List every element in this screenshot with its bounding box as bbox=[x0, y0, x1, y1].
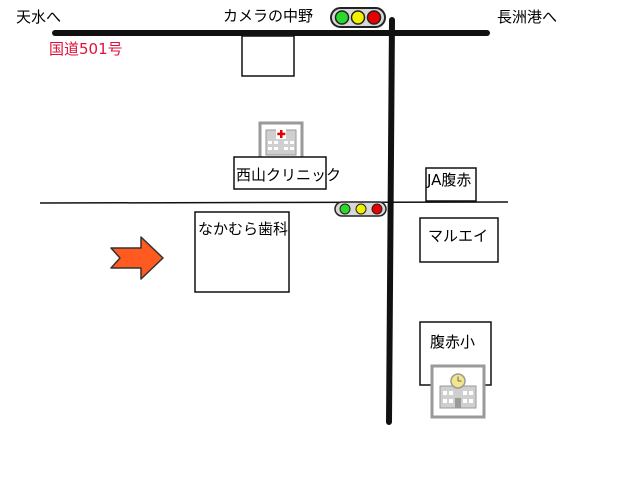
west-direction-label: 天水へ bbox=[16, 8, 61, 26]
arrow-right-icon bbox=[110, 236, 164, 280]
east-direction-label: 長洲港へ bbox=[497, 8, 557, 26]
nishiyama-clinic-label: 西山クリニック bbox=[236, 166, 341, 184]
maruei-box bbox=[419, 217, 499, 263]
nakamura-dental-label: なかむら歯科 bbox=[198, 220, 288, 238]
ja-harayaka-label: JA腹赤 bbox=[426, 171, 471, 189]
traffic-signal-top bbox=[330, 7, 386, 28]
hospital-icon bbox=[258, 121, 304, 162]
nakamura-dental-box bbox=[194, 211, 290, 293]
ja-harayaka-box bbox=[425, 167, 477, 202]
school-icon bbox=[430, 364, 486, 419]
nishiyama-clinic-box bbox=[233, 156, 327, 190]
harayaka-school-label: 腹赤小 bbox=[430, 333, 475, 351]
camera-nakano-building bbox=[241, 35, 295, 77]
camera-nakano-label: カメラの中野 bbox=[223, 7, 313, 25]
north-south-road bbox=[386, 17, 395, 425]
route-501-label: 国道501号 bbox=[49, 40, 123, 58]
maruei-label: マルエイ bbox=[428, 227, 488, 245]
traffic-signal-middle bbox=[334, 201, 387, 217]
side-street bbox=[39, 201, 509, 204]
